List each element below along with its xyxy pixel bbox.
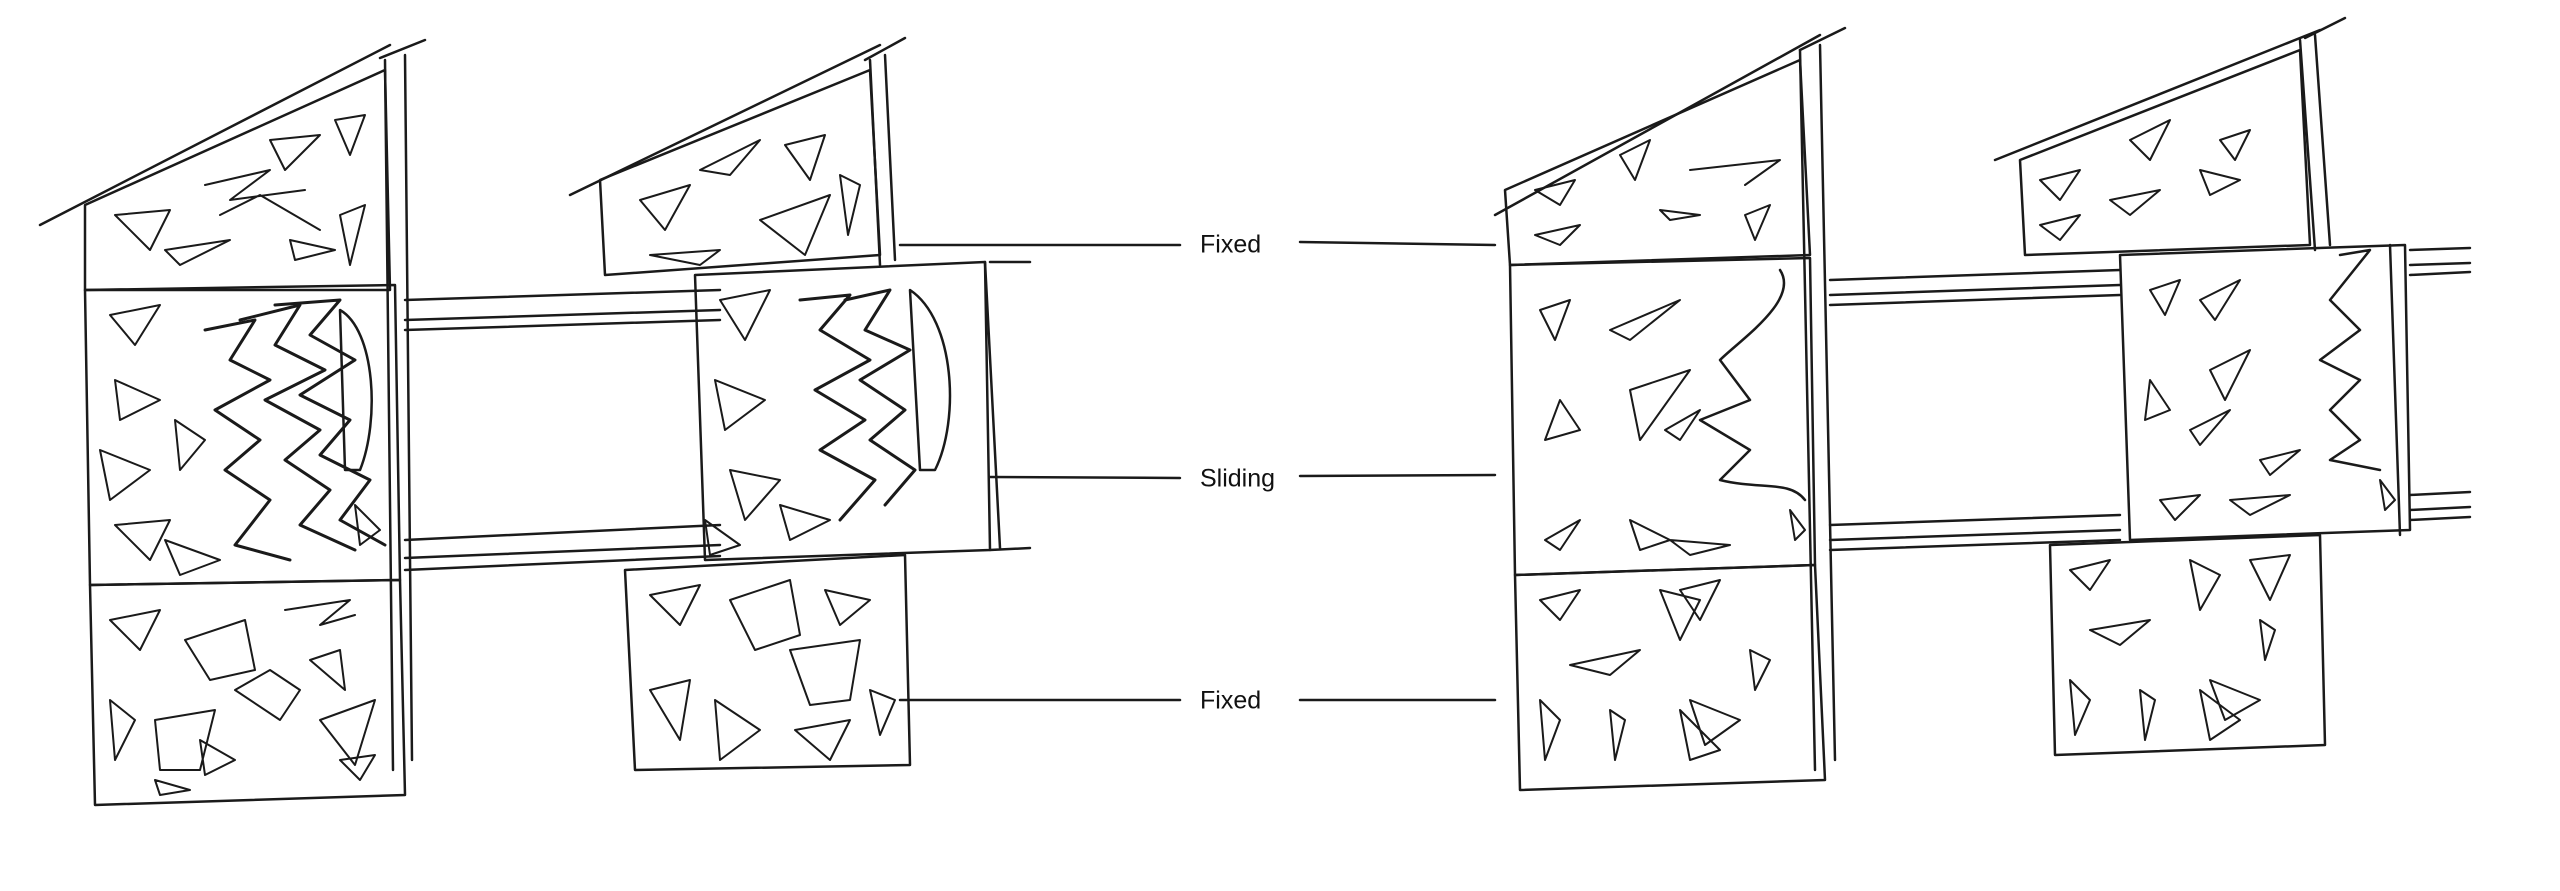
sliding-panel [83, 283, 402, 587]
sketch-right-building-1 [1493, 26, 1847, 792]
fixed-panel-top [83, 68, 392, 292]
leader-line-right [1298, 473, 1497, 478]
fixed-panel-bottom-4 [2048, 533, 2327, 757]
sketch-right-building-2 [1993, 16, 2412, 757]
sliding-panel-4 [2118, 243, 2412, 542]
label-sliding: Sliding [988, 465, 1497, 493]
fixed-panel-top-2 [598, 68, 882, 277]
sketch-left-building-2 [568, 36, 1032, 772]
fixed-panel-bottom-2 [623, 553, 912, 772]
fixed-panel-top-4 [2018, 48, 2312, 257]
leader-line-right [1298, 240, 1497, 247]
label-sliding-text: Sliding [1200, 465, 1275, 493]
right-beams [1828, 246, 2472, 552]
fixed-panel-bottom-3 [1513, 563, 1827, 792]
label-fixed-top: Fixed [898, 231, 1497, 259]
label-fixed-top-text: Fixed [1200, 231, 1261, 259]
fixed-panel-top-3 [1503, 58, 1812, 267]
fixed-panel-bottom [88, 578, 407, 807]
leader-line-left [988, 475, 1182, 480]
label-fixed-bottom-text: Fixed [1200, 687, 1261, 715]
label-fixed-bottom: Fixed [898, 687, 1497, 715]
sketch-left-building-1 [38, 38, 427, 807]
left-beams [403, 288, 722, 572]
